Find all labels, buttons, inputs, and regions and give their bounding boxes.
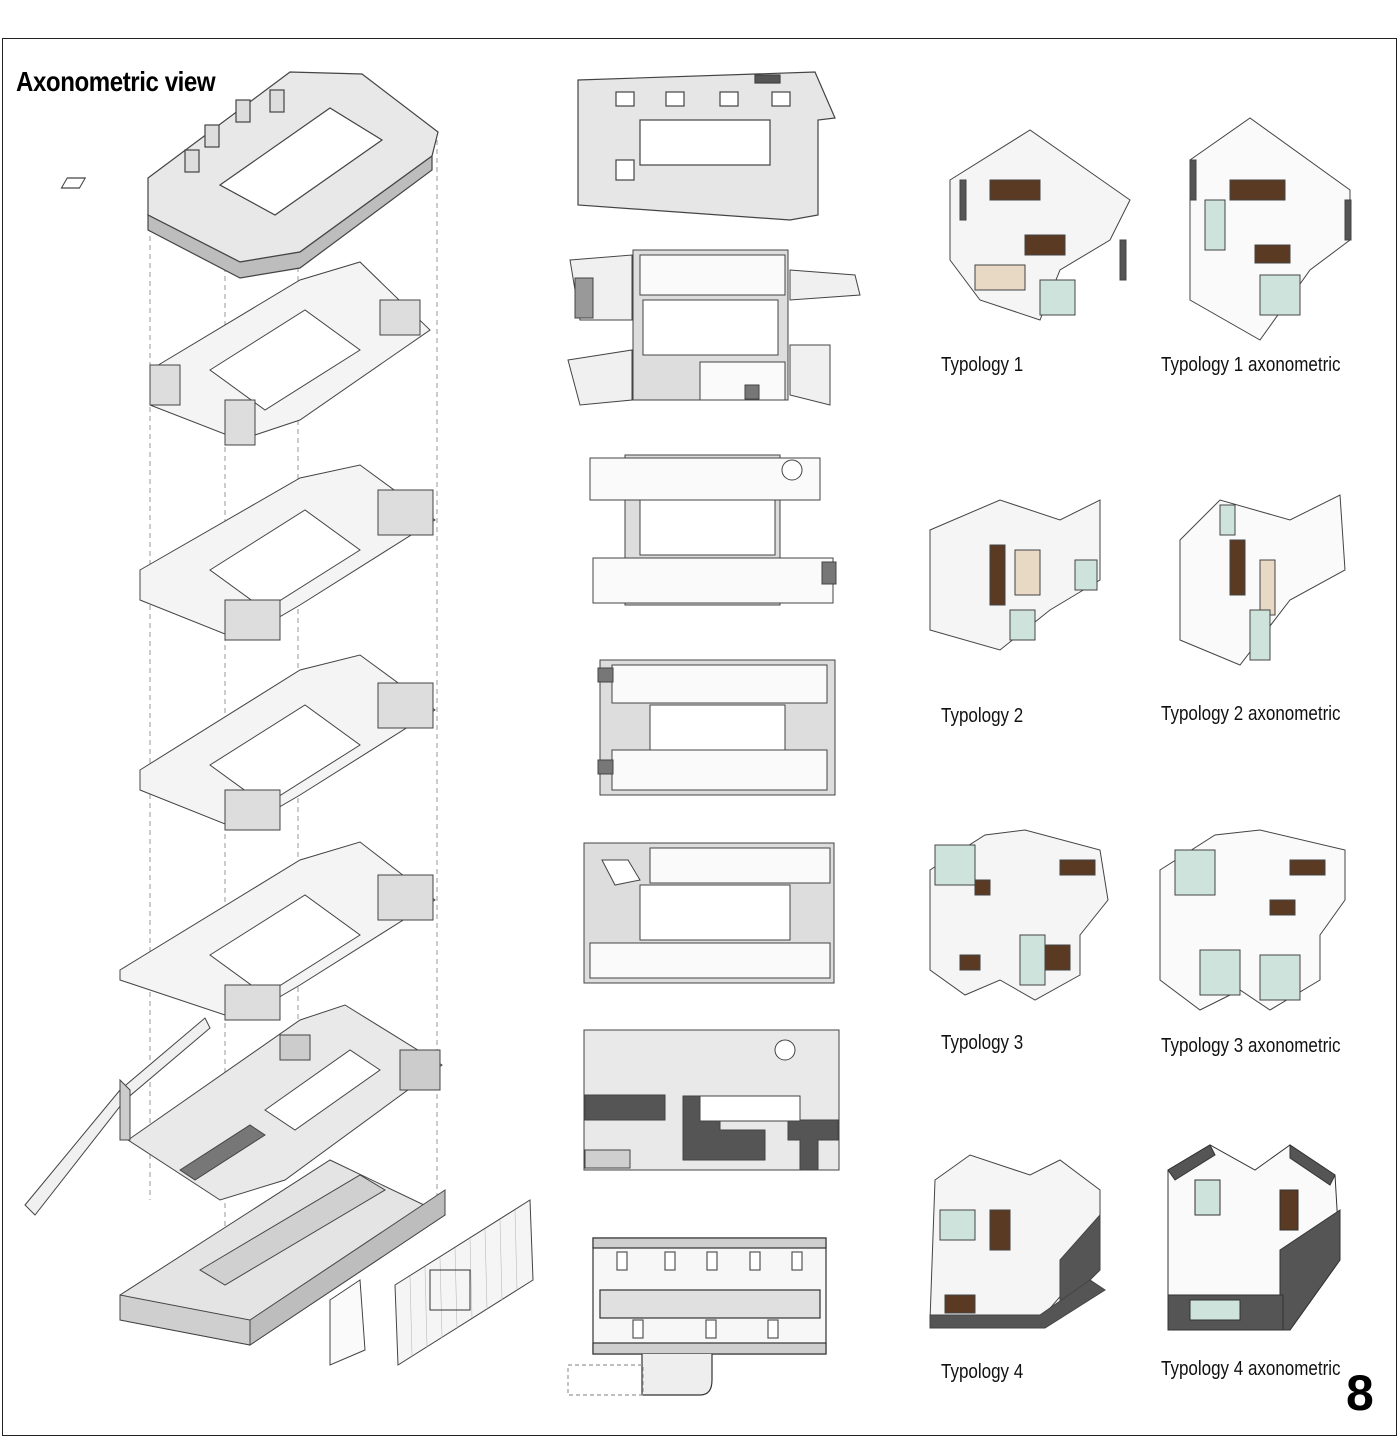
typology-1-axo-drawing <box>1189 117 1352 341</box>
plan-level-3 <box>597 659 836 796</box>
ground-level <box>127 1004 443 1201</box>
plan-level-2 <box>583 842 835 984</box>
basement-level <box>119 1159 447 1366</box>
access-stair <box>24 1017 211 1216</box>
floor-level-5 <box>149 261 431 446</box>
floor-level-2 <box>119 841 436 1021</box>
plan-ground <box>583 1029 840 1171</box>
typology-3-axo-drawing <box>1159 829 1346 1011</box>
typology-3-drawing <box>929 829 1109 1001</box>
typology-4-axo-drawing <box>1167 1144 1341 1331</box>
typology-2-axo-label: Typology 2 axonometric <box>1161 703 1341 725</box>
page-number: 8 <box>1346 1365 1374 1421</box>
plan-basement <box>567 1237 827 1396</box>
plan-level-5 <box>567 249 861 406</box>
typology-3-axo-label: Typology 3 axonometric <box>1161 1035 1341 1057</box>
typology-4-axo-label: Typology 4 axonometric <box>1161 1358 1341 1380</box>
typology-3-label: Typology 3 <box>941 1032 1024 1054</box>
floor-level-4 <box>139 464 436 641</box>
plan-level-4 <box>589 454 837 606</box>
typology-1-drawing <box>949 129 1131 321</box>
sheet-title: Axonometric view <box>16 66 216 97</box>
typology-1-axo-label: Typology 1 axonometric <box>1161 354 1341 376</box>
roof-level <box>60 71 439 279</box>
typology-1-label: Typology 1 <box>941 354 1024 376</box>
facade-panel <box>394 1199 534 1366</box>
typology-2-label: Typology 2 <box>941 705 1024 727</box>
typology-4-label: Typology 4 <box>941 1361 1024 1383</box>
plan-roof <box>577 71 836 221</box>
floor-level-3 <box>139 654 436 831</box>
typology-2-drawing <box>929 499 1101 651</box>
typology-4-drawing <box>929 1154 1106 1329</box>
typology-2-axo-drawing <box>1179 494 1346 666</box>
